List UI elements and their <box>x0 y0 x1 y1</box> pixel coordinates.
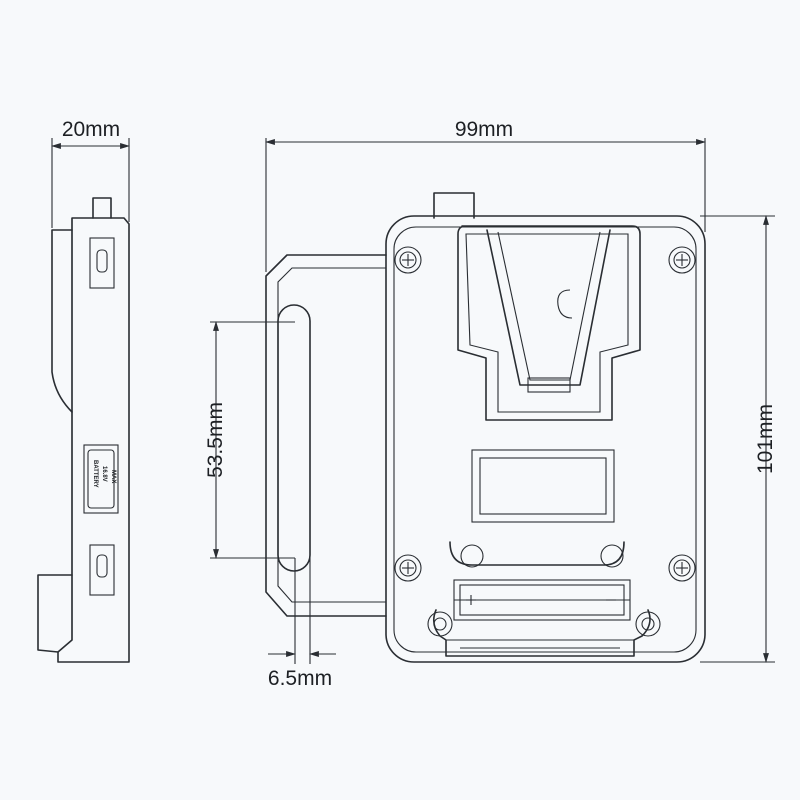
dim-width-front: 99mm <box>265 118 706 272</box>
screw-top-left-icon <box>394 246 422 274</box>
front-view <box>265 192 706 663</box>
dim-label-99mm: 99mm <box>455 118 513 141</box>
terminal-plus-icon <box>466 595 476 605</box>
screw-bottom-left-icon <box>394 554 422 582</box>
side-label-max: MAX <box>110 470 116 483</box>
dim-height-front: 101mm <box>700 215 777 663</box>
side-label-voltage: 16.8V <box>101 466 107 482</box>
dim-slot-length: 53.5mm <box>204 321 295 559</box>
dim-slot-width: 6.5mm <box>268 558 336 690</box>
dim-width-side: 20mm <box>51 118 130 228</box>
side-label-battery: BATTERY <box>92 460 98 488</box>
dim-label-53-5mm: 53.5mm <box>204 402 227 478</box>
screw-top-right-icon <box>668 246 696 274</box>
dim-label-6-5mm: 6.5mm <box>268 667 332 690</box>
side-view: BATTERY 16.8V MAX <box>37 197 130 663</box>
dim-label-20mm: 20mm <box>62 118 120 141</box>
screw-bottom-right-icon <box>668 554 696 582</box>
dim-label-101mm: 101mm <box>754 404 777 474</box>
